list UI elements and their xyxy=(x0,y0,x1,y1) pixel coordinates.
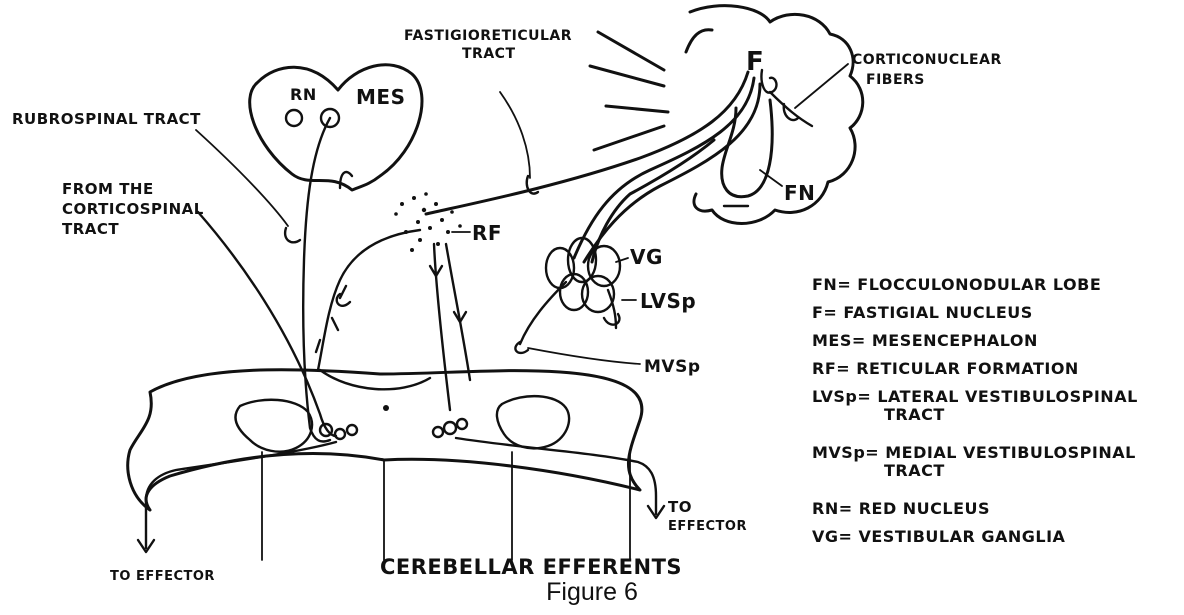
label-mes: MES xyxy=(356,85,405,109)
grey-matter-right xyxy=(497,396,569,448)
flocculonodular-loop xyxy=(722,100,772,197)
legend-entry: LVSp= LATERAL VESTIBULOSPINAL xyxy=(812,387,1138,406)
efferent-left xyxy=(146,442,336,548)
legend-entry: RN= RED NUCLEUS xyxy=(812,499,990,518)
reticulospinal-right-a xyxy=(434,244,450,410)
reticular-formation-dots xyxy=(394,192,462,252)
afferent-line-4 xyxy=(594,126,664,150)
label-from-corticospinal-2: CORTICOSPINAL xyxy=(62,200,204,218)
afferent-line-2 xyxy=(590,66,664,86)
reticulospinal-right-arrows xyxy=(430,266,466,322)
diagram-title: CEREBELLAR EFFERENTS xyxy=(380,555,682,579)
reticulospinal-left-loop xyxy=(337,294,350,306)
vestibular-ganglia xyxy=(546,238,620,312)
motor-neurons-right xyxy=(433,419,467,437)
afferent-line-3 xyxy=(606,106,668,112)
label-from-corticospinal-3: TRACT xyxy=(62,220,119,238)
rubrospinal-loop xyxy=(285,228,300,242)
fastigioreticular-pointer xyxy=(500,92,530,178)
label-corticonuclear-1: CORTICONUCLEAR xyxy=(852,52,1002,68)
corticonuclear-pointer xyxy=(795,64,848,108)
legend: FN= FLOCCULONODULAR LOBE F= FASTIGIAL NUC… xyxy=(812,275,1138,546)
legend-entry: FN= FLOCCULONODULAR LOBE xyxy=(812,275,1101,294)
label-lvsp: LVSp xyxy=(640,289,696,313)
legend-entry: MES= MESENCEPHALON xyxy=(812,331,1038,350)
label-to-effector-right-1: TO xyxy=(668,498,692,516)
label-from-corticospinal-1: FROM THE xyxy=(62,180,154,198)
figure-caption: Figure 6 xyxy=(0,578,1184,607)
corticospinal-tract xyxy=(198,212,336,436)
rubrospinal-tract xyxy=(303,118,330,442)
reticulospinal-left xyxy=(318,230,420,370)
legend-entry: MVSp= MEDIAL VESTIBULOSPINAL xyxy=(812,443,1136,462)
label-rn: RN xyxy=(290,85,317,104)
efferent-right xyxy=(456,438,656,514)
label-f: F xyxy=(746,47,764,77)
legend-entry: F= FASTIGIAL NUCLEUS xyxy=(812,303,1033,322)
red-nucleus-left xyxy=(286,110,302,126)
label-fastigioreticular-2: TRACT xyxy=(462,46,516,62)
grey-matter-left xyxy=(235,400,312,452)
legend-entry: TRACT xyxy=(884,405,945,424)
fastigiovestibular-fiber-3 xyxy=(592,140,714,262)
reticulospinal-left-arrows xyxy=(316,286,346,352)
central-canal xyxy=(383,405,389,411)
label-mvsp: MVSp xyxy=(644,357,701,377)
label-fastigioreticular-1: FASTIGIORETICULAR xyxy=(404,28,572,44)
label-rf: RF xyxy=(472,221,502,245)
legend-entry: VG= VESTIBULAR GANGLIA xyxy=(812,527,1066,546)
cerebellum-inner-loop xyxy=(686,30,712,52)
cerebellum-outline xyxy=(690,6,863,224)
label-fn: FN xyxy=(784,181,815,205)
mvsp-pointer xyxy=(528,348,640,364)
legend-entry: TRACT xyxy=(884,461,945,480)
label-to-effector-right-2: EFFECTOR xyxy=(668,519,747,534)
fastigiovestibular-fiber-2 xyxy=(584,84,760,262)
rubrospinal-pointer xyxy=(196,130,288,226)
label-corticonuclear-2: FIBERS xyxy=(866,72,925,88)
mesencephalon-outline xyxy=(250,65,422,190)
lvsp-loop xyxy=(604,314,619,325)
mvsp-loop xyxy=(515,342,528,353)
legend-entry: RF= RETICULAR FORMATION xyxy=(812,359,1079,378)
label-rubrospinal: RUBROSPINAL TRACT xyxy=(12,110,201,128)
fastigiovestibular-fiber-1 xyxy=(574,78,754,258)
label-vg: VG xyxy=(630,245,663,269)
fastigioreticular-fiber xyxy=(426,72,748,214)
afferent-line-1 xyxy=(598,32,664,70)
corticonuclear-fiber xyxy=(770,92,812,126)
